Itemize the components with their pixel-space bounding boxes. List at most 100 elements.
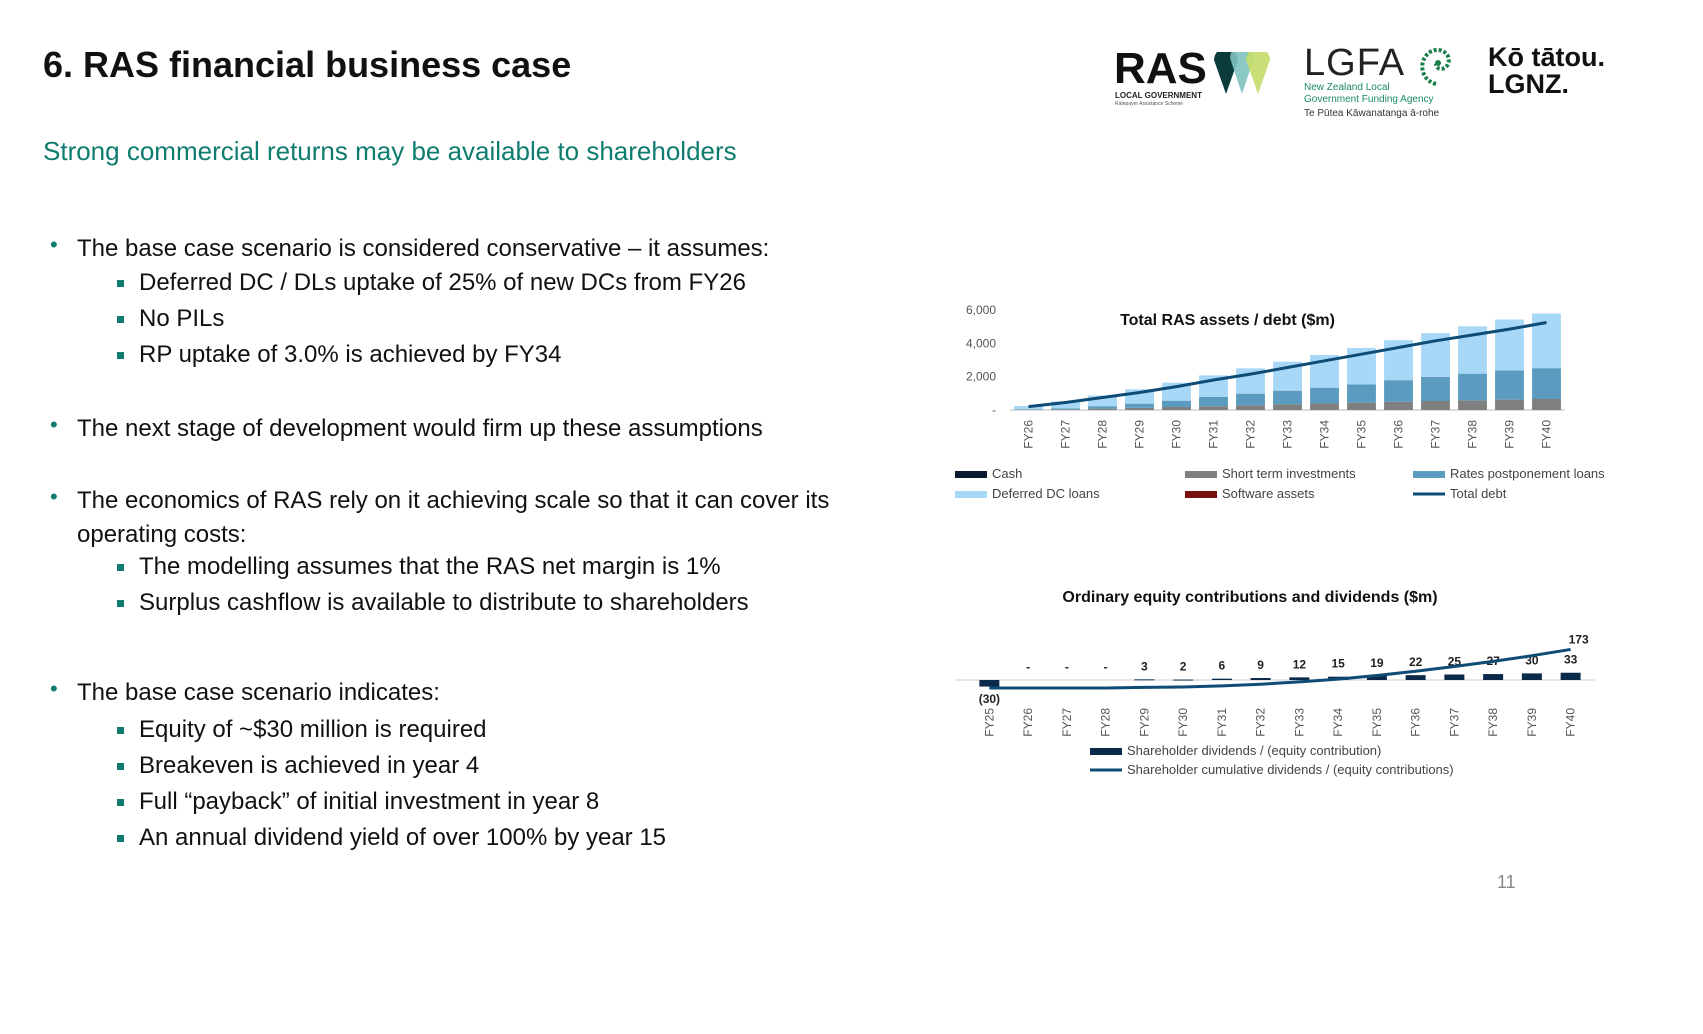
stacked-bar-segment — [1125, 403, 1154, 408]
stacked-bar-segment — [1458, 400, 1487, 410]
slide-subtitle: Strong commercial returns may be availab… — [43, 136, 737, 166]
x-tick-label: FY27 — [1059, 420, 1073, 449]
legend-swatch — [1185, 491, 1217, 498]
stacked-bar-segment — [1421, 401, 1450, 410]
x-tick-label: FY36 — [1409, 708, 1423, 737]
cumulative-dividends-line — [989, 647, 1571, 690]
bullet-dot-icon: • — [50, 412, 58, 437]
stacked-bar-segment — [1199, 406, 1228, 410]
y-tick-label: 4,000 — [966, 336, 996, 350]
square-bullet-icon — [117, 600, 124, 607]
legend-swatch — [1090, 748, 1122, 755]
dividend-bar — [1560, 672, 1581, 680]
lgfa-logo-maori: Te Pūtea Kāwanatanga ā-rohe — [1304, 108, 1440, 119]
bar-value-label: - — [1026, 660, 1030, 674]
stacked-bar-segment — [1088, 408, 1117, 410]
x-tick-label: FY32 — [1254, 708, 1268, 737]
stacked-bar-segment — [1532, 399, 1561, 410]
stacked-bar-segment — [1051, 401, 1080, 409]
x-tick-label: FY40 — [1540, 420, 1554, 449]
x-tick-label: FY25 — [982, 708, 996, 737]
stacked-bar-segment — [1199, 397, 1228, 407]
stacked-bar-segment — [1273, 404, 1302, 410]
dividend-bar — [1521, 673, 1542, 680]
slide-title: 6. RAS financial business case — [43, 44, 572, 85]
x-tick-label: FY38 — [1466, 420, 1480, 449]
x-tick-label: FY37 — [1447, 708, 1461, 737]
stacked-bar-segment — [1384, 380, 1413, 402]
legend-label: Shareholder cumulative dividends / (equi… — [1127, 762, 1454, 777]
y-tick-label: 6,000 — [966, 303, 996, 317]
legend-swatch — [1413, 471, 1445, 478]
legend-label: Total debt — [1450, 486, 1507, 501]
ras-logo-text: RAS — [1114, 44, 1207, 93]
dividend-bar — [1483, 674, 1504, 680]
equity-dividends-chart-svg: Ordinary equity contributions and divide… — [955, 589, 1595, 777]
stacked-bar-segment — [1051, 409, 1080, 410]
dividend-bar — [1366, 675, 1387, 680]
bar-value-label: 2 — [1180, 660, 1187, 674]
bar-value-label: (30) — [979, 692, 1000, 706]
lgnz-logo: Kō tātou. LGNZ. — [1488, 42, 1605, 99]
bar-value-label: 3 — [1141, 659, 1148, 673]
bar-value-label: 6 — [1219, 659, 1226, 673]
x-tick-label: FY28 — [1096, 420, 1110, 449]
x-tick-label: FY38 — [1486, 708, 1500, 737]
logo-strip: RAS LOCAL GOVERNMENT Ratepayer Assistanc… — [1108, 40, 1628, 130]
square-bullet-icon — [117, 727, 124, 734]
square-bullet-icon — [117, 280, 124, 287]
bar-value-label: 9 — [1257, 658, 1264, 672]
line-end-label: 173 — [1569, 632, 1589, 646]
fern-koru-icon — [1420, 47, 1451, 86]
total-debt-line — [1028, 321, 1547, 409]
stacked-bar-segment — [1236, 393, 1265, 406]
dividend-bar — [1173, 679, 1194, 681]
y-tick-label: 2,000 — [966, 370, 996, 384]
square-bullet-icon — [117, 316, 124, 323]
dividend-bar — [1289, 677, 1310, 680]
x-tick-label: FY33 — [1292, 708, 1306, 737]
ras-logo-line2: Ratepayer Assistance Scheme — [1115, 101, 1184, 107]
bullet-dot-icon: • — [50, 232, 58, 257]
stacked-bar-segment — [1421, 376, 1450, 401]
stacked-bar-segment — [1532, 313, 1561, 369]
bar-value-label: - — [1104, 660, 1108, 674]
stacked-bar-segment — [1495, 399, 1524, 410]
stacked-bar-segment — [1051, 408, 1080, 410]
stacked-bar-segment — [1310, 387, 1339, 404]
stacked-bar-segment — [1347, 402, 1376, 410]
square-bullet-icon — [117, 564, 124, 571]
x-tick-label: FY34 — [1318, 420, 1332, 449]
x-tick-label: FY30 — [1170, 420, 1184, 449]
stacked-bar-segment — [1384, 401, 1413, 410]
legend-label: Shareholder dividends / (equity contribu… — [1127, 743, 1381, 758]
x-tick-label: FY28 — [1099, 708, 1113, 737]
stacked-bar-segment — [1273, 390, 1302, 405]
bar-value-label: 22 — [1409, 655, 1423, 669]
bar-value-label: - — [1065, 660, 1069, 674]
stacked-bar-segment — [1088, 395, 1117, 407]
x-tick-label: FY33 — [1281, 420, 1295, 449]
x-tick-label: FY32 — [1244, 420, 1258, 449]
assets-debt-chart-svg: Total RAS assets / debt ($m) 6,000 4,000 2,… — [955, 303, 1605, 501]
legend-swatch — [955, 471, 987, 478]
x-tick-label: FY30 — [1176, 708, 1190, 737]
stacked-bar-segment — [1532, 368, 1561, 399]
legend-swatch — [1185, 471, 1217, 478]
y-tick-label: - — [992, 403, 996, 417]
bullet-dot-icon: • — [50, 484, 58, 509]
stacked-bar-segment — [1347, 384, 1376, 403]
chart-title: Total RAS assets / debt ($m) — [1120, 312, 1335, 329]
bar-value-label: 15 — [1331, 657, 1345, 671]
ras-logo: RAS LOCAL GOVERNMENT Ratepayer Assistanc… — [1114, 44, 1274, 112]
x-tick-label: FY26 — [1022, 420, 1036, 449]
x-tick-label: FY36 — [1392, 420, 1406, 449]
legend-swatch — [955, 491, 987, 498]
x-tick-label: FY29 — [1133, 420, 1147, 449]
bar-value-label: 33 — [1564, 653, 1578, 667]
dividend-bar — [1250, 678, 1271, 680]
dividend-bar — [1211, 678, 1232, 680]
legend-label: Short term investments — [1222, 466, 1356, 481]
square-bullet-icon — [117, 835, 124, 842]
x-tick-label: FY40 — [1564, 708, 1578, 737]
